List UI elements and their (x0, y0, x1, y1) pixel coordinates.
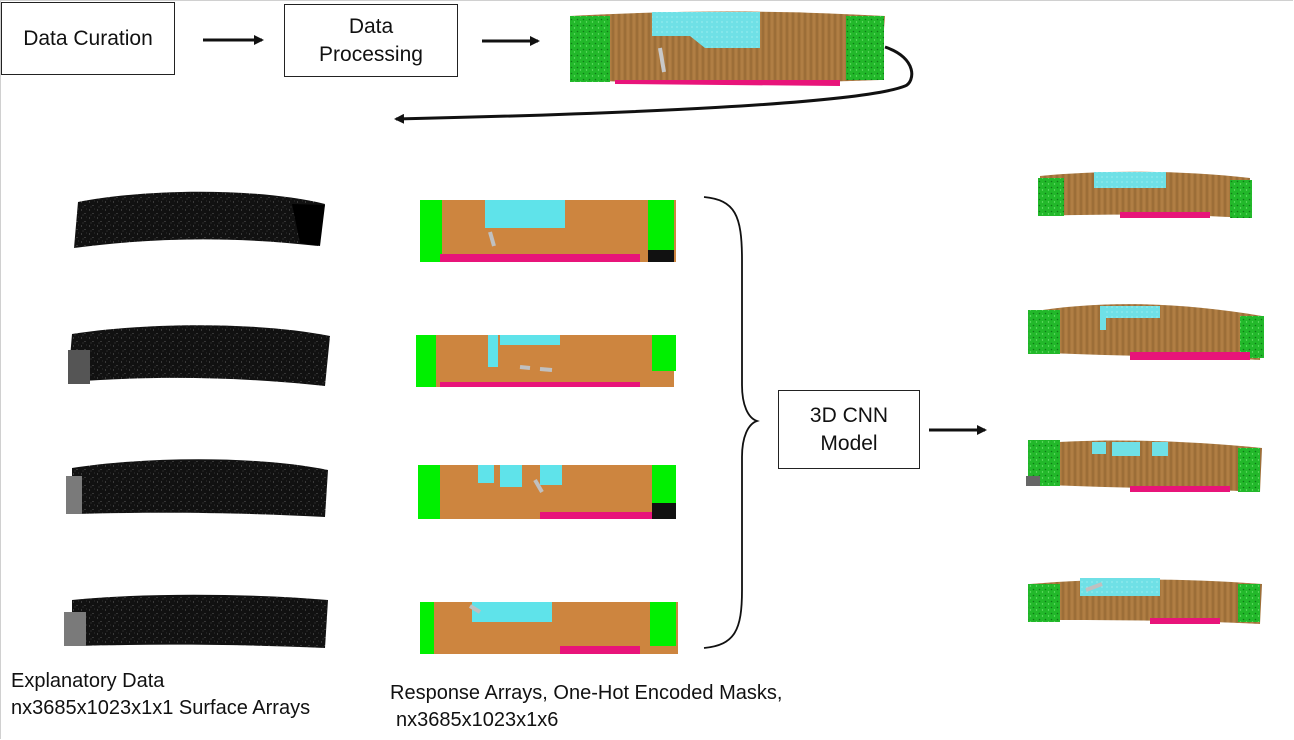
arrow-return-curve (394, 45, 914, 124)
data-curation-box: Data Curation (1, 2, 175, 75)
surface-array-1 (74, 191, 325, 248)
data-processing-label-line2: Processing (319, 42, 423, 66)
data-curation-label: Data Curation (23, 26, 153, 50)
curly-brace (703, 196, 760, 649)
response-caption-line2: nx3685x1023x1x6 (396, 709, 559, 731)
explanatory-caption: Explanatory Data nx3685x1023x1x1 Surface… (11, 668, 310, 722)
cnn-model-label-line2: Model (820, 431, 878, 455)
cnn-model-box: 3D CNN Model (778, 390, 920, 469)
data-processing-box: Data Processing (284, 4, 458, 77)
prediction-4 (1028, 578, 1262, 624)
explanatory-caption-line1: Explanatory Data (11, 670, 165, 692)
mask-array-4 (420, 602, 678, 654)
surface-array-2 (68, 325, 330, 386)
prediction-3 (1026, 440, 1262, 492)
cnn-model-label-line1: 3D CNN (809, 404, 889, 428)
mask-array-1 (420, 200, 676, 262)
mask-array-2 (416, 335, 676, 387)
prediction-2 (1028, 304, 1264, 360)
surface-array-4 (64, 594, 328, 648)
response-caption-line1: Response Arrays, One-Hot Encoded Masks, (390, 682, 783, 704)
surface-array-3 (66, 459, 328, 517)
explanatory-caption-line2: nx3685x1023x1x1 Surface Arrays (11, 697, 311, 719)
mask-array-3 (418, 465, 676, 519)
processed-sample-image (570, 11, 885, 86)
response-caption: Response Arrays, One-Hot Encoded Masks, … (390, 680, 782, 734)
data-processing-label-line1: Data (348, 15, 394, 39)
prediction-1 (1038, 171, 1252, 218)
